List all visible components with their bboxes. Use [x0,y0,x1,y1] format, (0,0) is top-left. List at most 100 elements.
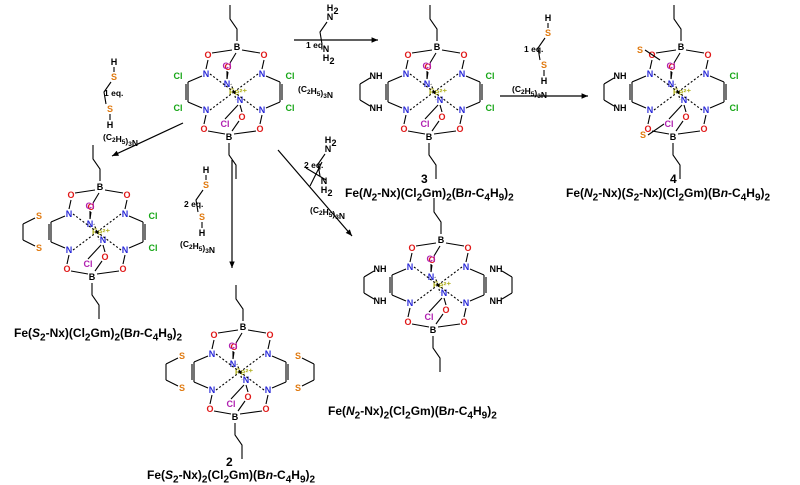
reagent-en-1-n: N [327,12,334,22]
bond [92,145,101,181]
bond [387,75,403,83]
compound-2-cl-a1: Cl [229,341,238,351]
bond [415,242,437,247]
compound-4-right-cl1: Cl [730,71,739,81]
compound-2-n-1: N [265,349,272,359]
bond [443,297,447,306]
bond [265,101,281,109]
bond [631,75,647,83]
cond-r3-eq: 1 eq. [104,88,123,98]
bond [461,59,465,70]
compound-2-n-5: N [243,375,250,385]
compound-3-cl-a1: Cl [423,61,432,71]
bond [207,130,226,135]
starting-complex-o-2: O [224,62,231,72]
compound-2-number: 2 [226,455,233,469]
bond [319,21,328,45]
middle-compound-o-3: O [404,317,411,327]
compound-3-o-0: O [404,50,411,60]
bond [215,353,241,373]
bond [230,83,235,93]
left-compound-o-2: O [87,202,94,212]
reagent-en-1-h: H [323,53,330,63]
bond [705,59,709,70]
bond [72,231,98,251]
compound-2-o-3: O [206,404,213,414]
bond [224,104,239,120]
compound-3-o-3: O [400,124,407,134]
cond-r5-base: (C2H5)3N [310,205,345,221]
cond-r4-eq: 2 eq. [184,199,203,209]
compound-4-cl-a2: Cl [665,119,674,129]
left-compound-cl-a2: Cl [84,259,93,269]
left-compound-o-1: O [123,190,130,200]
bond [433,130,457,135]
bond [165,379,179,387]
compound-4-cl-a1: Cl [667,61,676,71]
bond [74,189,96,194]
starting-complex-n-3: N [203,105,210,115]
bond [50,215,66,223]
bond [239,371,243,381]
left-compound-o-3: O [63,264,70,274]
bond [96,270,120,275]
bond [229,52,237,64]
middle-compound-left-nh2: NH [374,296,387,306]
bond [391,268,407,276]
bond [209,394,213,405]
compound-3-formula: Fe(N2-Nx)(Cl2Gm)2(Bn-C4H9)2 [345,186,514,204]
bond [403,114,407,125]
bond [433,198,442,234]
bond [209,73,235,93]
cond-r2-base: (C2H5)3N [512,84,547,100]
middle-compound-right-nh1: NH [490,264,503,274]
bond [213,410,232,415]
bond [241,49,261,54]
compound-2-fe: Fe²⁺ [235,367,254,377]
bond [441,49,461,54]
compound-4-b-bottom: B [670,132,677,142]
compound-4-right-cl2: Cl [730,103,739,113]
arrow-start-to-left [111,122,184,157]
compound-3-n-4: N [459,105,466,115]
compound-4-n-5: N [681,95,688,105]
middle-compound-o-0: O [408,243,415,253]
middle-compound-n-3: N [407,298,414,308]
compound-4-o-2: O [668,62,675,72]
compound-2-b-top: B [240,322,247,332]
reagent-en-2-sub: 2 [331,138,336,148]
left-compound-n-0: N [66,209,73,219]
reagent-edt-1-h: H [111,57,118,67]
compound-4-left-nh1: NH [614,71,627,81]
bond [677,91,703,111]
compound-3-o-5: O [438,112,445,122]
bond [239,410,263,415]
bond [409,91,435,111]
bond [429,5,438,41]
bond [271,381,287,389]
bond [233,130,257,135]
compound-2-left-s2: S [179,383,185,393]
bond [405,59,409,70]
bond [93,223,98,233]
left-compound-left-s2: S [36,243,42,253]
compound-3-left-nh2: NH [370,103,383,113]
compound-3-cl-a2: Cl [421,119,430,129]
reagent-en-2-n: N [321,176,328,186]
left-compound-right-cl2: Cl [149,243,158,253]
compound-2-n-0: N [209,349,216,359]
bond [424,104,439,120]
cond-r1-base: (C2H5)3N [298,84,333,100]
bond [672,143,681,179]
bond [649,59,653,70]
starting-complex-n-5: N [237,95,244,105]
bond [359,77,371,85]
middle-compound-formula: Fe(N2-Nx)2(Cl2Gm)(Bn-C4H9)2 [328,404,497,422]
arrow-head [371,37,378,43]
bond [265,75,281,83]
starting-complex-o-1: O [260,50,267,60]
bond [709,75,725,83]
bond [233,73,259,93]
